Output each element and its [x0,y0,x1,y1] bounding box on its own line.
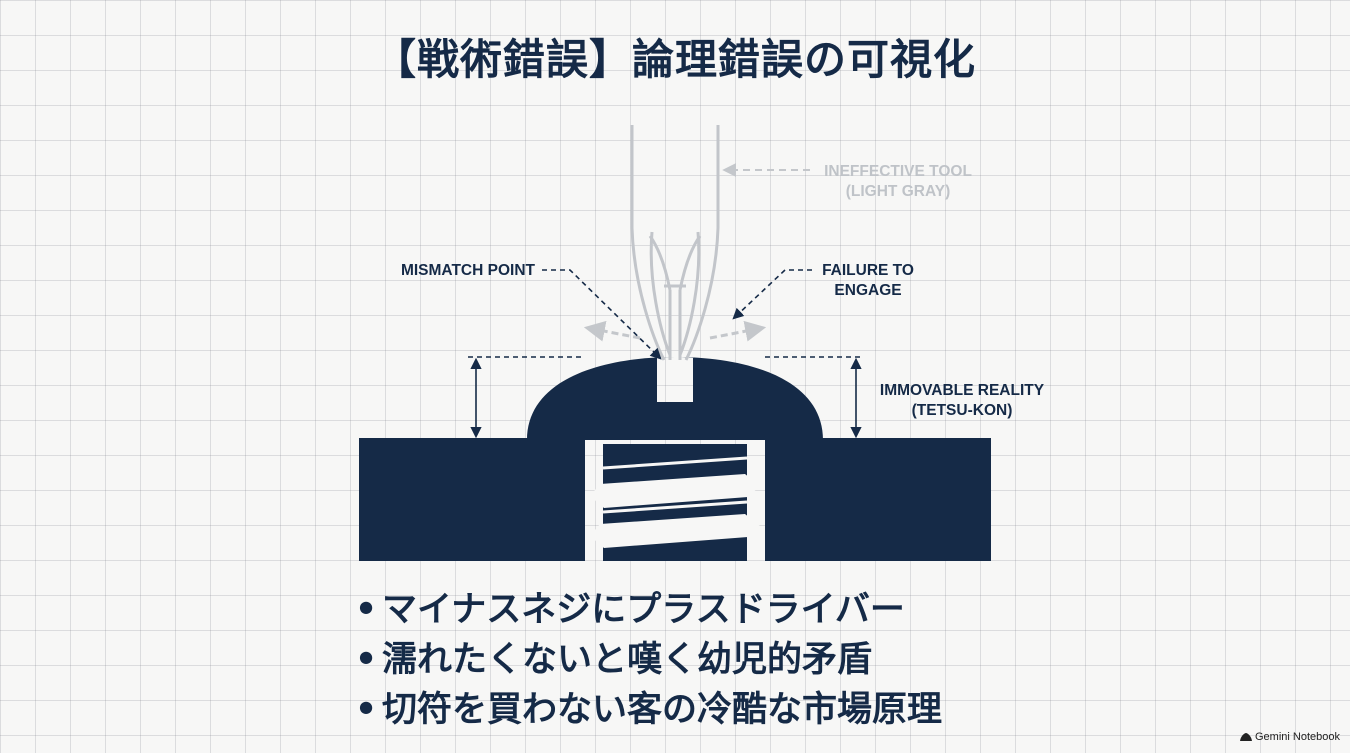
bullet-text: 切符を買わない客の冷酷な市場原理 [382,690,943,730]
deflection-arrow-right [709,320,767,342]
label-immovable-reality-sub: (TETSU-KON) [912,402,1013,419]
label-ineffective-tool-sub: (LIGHT GRAY) [846,183,950,200]
bullet-dot: • [354,690,378,730]
failure-pointer [732,269,812,320]
list-item: •切符を買わない客の冷酷な市場原理 [350,685,1050,735]
bullet-list: •マイナスネジにプラスドライバー •濡れたくないと嘆く幼児的矛盾 •切符を買わな… [350,585,1050,735]
brand-watermark: Gemini Notebook [1240,731,1340,743]
thread-gaps [602,456,748,514]
slotted-screw-head [527,357,823,440]
brand-name: Gemini Notebook [1255,731,1340,743]
label-ineffective-tool: INEFFECTIVE TOOL [824,163,972,180]
bullet-dot: • [354,590,378,630]
page-title: 【戦術錯誤】論理錯誤の可視化 [373,35,976,84]
label-failure-to-engage-sub: ENGAGE [834,282,901,299]
notebook-logo-icon [1240,733,1252,741]
phillips-screwdriver-icon [630,125,720,361]
list-item: •濡れたくないと嘆く幼児的矛盾 [350,635,1050,685]
deflection-arrow-left [583,320,641,342]
label-failure-to-engage: FAILURE TO [822,262,914,279]
label-immovable-reality: IMMOVABLE REALITY [880,382,1045,399]
mismatch-pointer [542,269,662,360]
bullet-dot: • [354,640,378,680]
screw-threads [590,474,760,548]
right-surface-block [765,438,991,561]
list-item: •マイナスネジにプラスドライバー [350,585,1050,635]
bullet-text: マイナスネジにプラスドライバー [382,590,905,630]
bullet-text: 濡れたくないと嘆く幼児的矛盾 [382,640,873,680]
left-surface-block [359,438,585,561]
label-mismatch-point: MISMATCH POINT [401,262,536,279]
